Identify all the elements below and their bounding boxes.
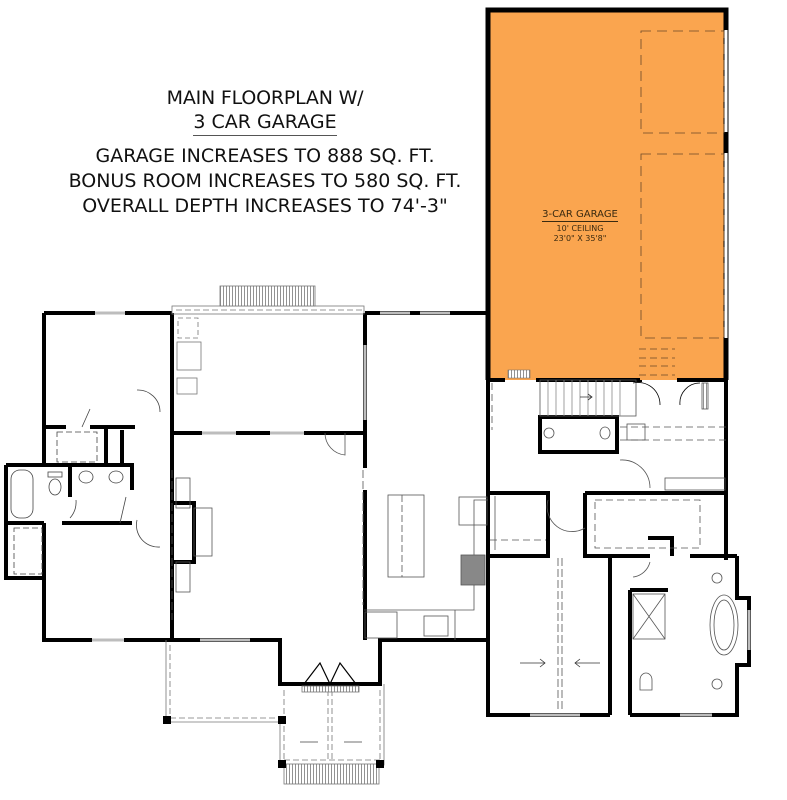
garage-area [485, 7, 729, 380]
front-porch [165, 640, 385, 785]
plan-title-line1: MAIN FLOORPLAN W/ [166, 87, 364, 109]
kitchen-fixtures [171, 432, 488, 640]
west-bedrooms-walls [4, 311, 174, 642]
west-fixtures [10, 389, 161, 575]
garage-ceiling-height: 10' CEILING [556, 224, 604, 233]
note-garage-area: GARAGE INCREASES TO 888 SQ. FT. [95, 145, 435, 167]
note-bonus-room-area: BONUS ROOM INCREASES TO 580 SQ. FT. [68, 170, 462, 192]
plan-title-line2: 3 CAR GARAGE [193, 110, 337, 136]
west-windows [92, 311, 125, 642]
east-wing-fixtures [490, 379, 739, 712]
center-windows [200, 311, 450, 642]
garage-dimensions: 23'0" X 35'8" [553, 234, 607, 243]
note-overall-depth: OVERALL DEPTH INCREASES TO 74'-3" [82, 195, 448, 217]
porch-columns [163, 716, 384, 768]
garage-room-label: 3-CAR GARAGE 10' CEILING 23'0" X 35'8" [520, 202, 640, 244]
east-wing-walls [488, 378, 751, 717]
east-windows [530, 610, 751, 717]
garage-room-name: 3-CAR GARAGE [542, 209, 618, 222]
rear-porch [171, 285, 365, 395]
plan-notes: MAIN FLOORPLAN W/ 3 CAR GARAGE GARAGE IN… [40, 86, 490, 219]
